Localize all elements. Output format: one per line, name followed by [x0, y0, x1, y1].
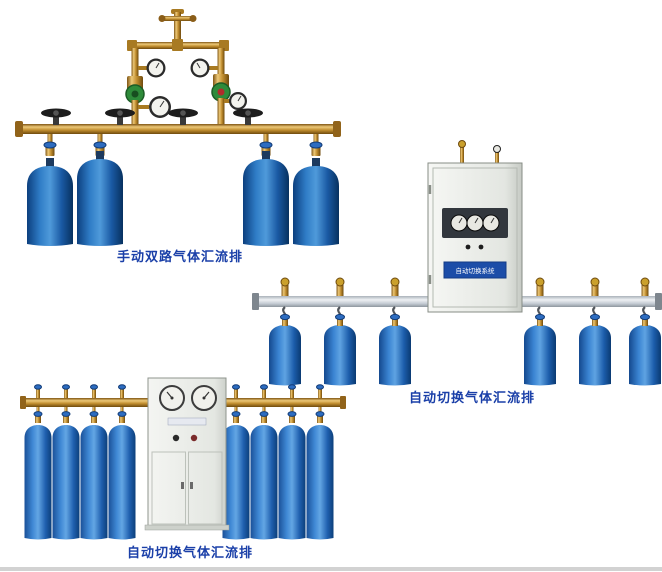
valve-handwheel — [168, 108, 198, 125]
station-valve — [315, 384, 325, 423]
gas-cylinder — [24, 425, 52, 540]
station-valve — [280, 277, 290, 321]
main-manifold-pipe — [15, 121, 341, 137]
gas-cylinder — [52, 425, 80, 540]
pressure-gauge-icon — [138, 96, 171, 118]
cabinet-base — [144, 524, 230, 531]
pressure-regulator-right — [211, 74, 231, 126]
station-valve — [231, 384, 241, 423]
header-pipe — [127, 39, 229, 78]
cabinet-plate-text: 自动切换系统 — [456, 266, 496, 275]
indicator-dot — [478, 244, 484, 250]
gas-cylinder — [269, 313, 301, 386]
control-cabinet: 自动切换系统 — [427, 140, 523, 313]
pressure-gauge-icon — [191, 385, 217, 411]
gas-cylinder — [324, 313, 356, 386]
manual-dual-manifold-image — [15, 9, 341, 246]
gas-cylinder — [293, 158, 339, 246]
product-caption: 自动切换气体汇流排 — [126, 545, 253, 560]
gas-cylinder — [278, 425, 306, 540]
valve-handwheel — [233, 108, 263, 125]
station-valve — [117, 384, 127, 423]
door-handle — [190, 482, 193, 489]
gas-cylinder — [222, 425, 250, 540]
pressure-regulator-left — [125, 76, 145, 126]
pressure-gauge-icon — [159, 385, 185, 411]
cabinet-plate — [443, 261, 507, 279]
inlet-riser-pipe — [158, 9, 197, 46]
pressure-gauge-icon — [190, 58, 218, 78]
gas-cylinder — [250, 425, 278, 540]
gas-cylinder — [243, 151, 289, 246]
station-valve — [61, 384, 71, 423]
cabinet-nameplate — [167, 417, 207, 426]
control-knob — [172, 434, 180, 442]
station-valve — [287, 384, 297, 423]
gas-cylinder — [579, 313, 611, 386]
gas-cylinder — [524, 313, 556, 386]
gas-cylinder — [80, 425, 108, 540]
manifold-pipe — [20, 396, 346, 409]
cabinet-door — [151, 451, 186, 525]
cylinder-connection — [43, 134, 57, 156]
gas-cylinder — [77, 151, 123, 246]
manifold-pipe — [252, 293, 662, 310]
pressure-gauge-icon — [466, 214, 484, 232]
gas-cylinder — [306, 425, 334, 540]
auto-switch-wall-manifold-image: 自动切换系统 — [252, 140, 662, 386]
gas-cylinder — [108, 425, 136, 540]
control-knob — [190, 434, 198, 442]
door-handle — [181, 482, 184, 489]
pressure-gauge-icon — [224, 92, 247, 110]
station-valve — [89, 384, 99, 423]
station-valve — [33, 384, 43, 423]
pressure-gauge-icon — [450, 214, 468, 232]
product-caption: 自动切换气体汇流排 — [408, 390, 535, 405]
indicator-dot — [465, 244, 471, 250]
cylinder-connection — [309, 134, 323, 156]
cabinet-door — [188, 451, 223, 525]
product-caption: 手动双路气体汇流排 — [116, 249, 243, 264]
station-valve — [259, 384, 269, 423]
page-bottom-rule — [0, 567, 662, 571]
pressure-gauge-icon — [482, 214, 500, 232]
auto-switch-floor-manifold-image — [20, 377, 346, 540]
gas-cylinder — [379, 313, 411, 386]
valve-handwheel — [105, 108, 135, 125]
valve-handwheel — [41, 108, 71, 125]
gas-cylinder — [629, 313, 661, 386]
pressure-gauge-icon — [138, 58, 166, 78]
control-cabinet — [144, 377, 230, 531]
gas-cylinder — [27, 158, 73, 246]
